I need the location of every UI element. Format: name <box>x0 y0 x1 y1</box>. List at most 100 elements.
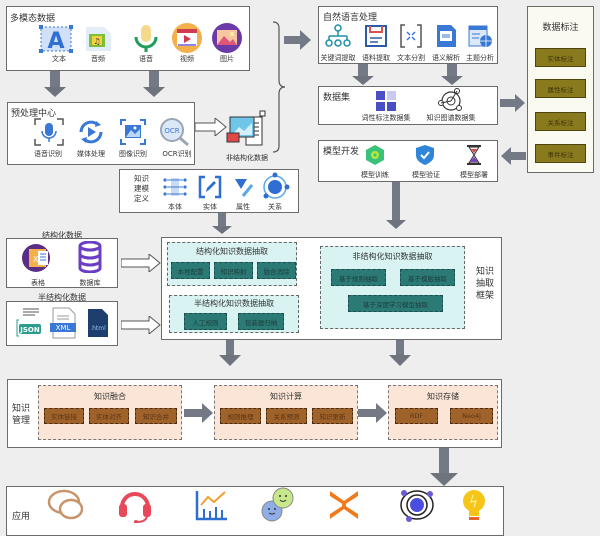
model-deployment-icon <box>464 144 484 166</box>
preprocess-panel: 预处理中心 语音识别 媒体处理 图像识别 OCR OCR识别 <box>7 102 195 165</box>
extraction-item: 本地配置 <box>171 262 210 279</box>
pos-dataset-icon <box>375 90 397 112</box>
corpus-extraction-icon <box>364 24 388 48</box>
model-dev-label: 模型验证 <box>412 171 440 179</box>
management-item: RDF <box>395 408 438 424</box>
semantic-parsing-icon <box>434 24 458 48</box>
topic-analysis-icon <box>467 24 493 48</box>
lightbulb-icon <box>461 489 487 523</box>
annotation-title: 数据标注 <box>542 23 579 33</box>
arrow-down-shaft <box>358 64 368 77</box>
arrow-down-head <box>212 226 232 234</box>
extraction-side-title: 知识 抽取 框架 <box>476 266 494 302</box>
extraction-item: 基于深度学习模型抽取 <box>348 295 443 312</box>
multimodal-label-speech: 语音 <box>139 55 153 63</box>
modeling-title-line: 建模 <box>134 184 149 193</box>
converge-arrows-icon <box>327 489 361 521</box>
svg-text:X: X <box>33 255 39 264</box>
extraction-item: 融合消除 <box>257 262 296 279</box>
modeling-label: 本体 <box>168 203 182 211</box>
management-item: 实体链接 <box>44 408 84 424</box>
structured-label: 表格 <box>31 279 45 287</box>
group-title: 非结构化知识数据抽取 <box>352 252 433 261</box>
arrow-down-head <box>430 473 458 486</box>
annotation-item: 属性标注 <box>535 79 586 98</box>
svg-text:OCR: OCR <box>164 127 179 135</box>
html-icon: .html <box>87 308 109 338</box>
unstructured-extraction-group: 非结构化知识数据抽取 基于规则抽取 基于模版抽取 基于深度学习模型抽取 <box>320 246 465 329</box>
smiley-faces-icon <box>261 487 295 523</box>
group-title: 知识存储 <box>427 392 459 401</box>
text-split-icon <box>399 24 423 48</box>
video-icon <box>172 23 202 53</box>
hollow-arrow-right <box>120 314 161 336</box>
model-training-icon <box>364 144 386 166</box>
extraction-item: 知识映射 <box>214 262 253 279</box>
voice-recognition-icon <box>33 117 65 147</box>
group-title: 知识融合 <box>94 392 126 401</box>
arrow-down-shaft <box>396 340 404 356</box>
unstructured-data-label: 非结构化数据 <box>226 154 268 162</box>
arrow-right <box>184 403 214 423</box>
model-dev-label: 模型部署 <box>460 171 488 179</box>
ocr-icon: OCR <box>159 117 191 147</box>
hollow-arrow-right <box>120 252 161 274</box>
svg-text:A: A <box>47 29 64 53</box>
side-title-line: 框架 <box>476 291 495 301</box>
chat-bubbles-icon <box>47 489 87 521</box>
annotation-item: 事件标注 <box>535 144 586 163</box>
headset-icon <box>117 489 153 524</box>
semi-structured-extraction-group: 半结构化知识数据抽取 人工规则 包装器归纳 <box>169 295 299 333</box>
arrow-down-head <box>143 87 165 97</box>
structured-data-panel: X 表格 数据库 <box>6 238 118 288</box>
structured-data-title: 结构化数据 <box>42 231 82 240</box>
nlp-label: 关键词提取 <box>320 54 356 62</box>
nlp-label: 文本分割 <box>397 54 425 62</box>
nlp-title: 自然语言处理 <box>323 13 378 23</box>
arrow-down-shaft <box>218 213 226 228</box>
group-title: 半结构化知识数据抽取 <box>194 299 274 308</box>
modeling-title-line: 知识 <box>134 174 149 183</box>
ontology-icon <box>162 176 188 198</box>
image-recognition-icon <box>118 117 148 147</box>
extraction-item: 人工规则 <box>184 313 227 330</box>
knowledge-graph-dataset-icon <box>437 88 465 112</box>
annotation-panel: 数据标注 实体标注 属性标注 关系标注 事件标注 <box>527 6 594 173</box>
audio-file-icon: ♫ <box>83 25 113 53</box>
multimodal-label-video: 视频 <box>180 55 194 63</box>
semi-structured-panel: JSON XML .html <box>6 301 118 346</box>
group-title: 知识计算 <box>270 392 302 401</box>
modeling-label: 实体 <box>203 203 217 211</box>
preprocess-label-image: 图像识别 <box>119 150 147 158</box>
preprocess-label-ocr: OCR识别 <box>162 150 192 158</box>
structured-extraction-group: 结构化知识数据抽取 本地配置 知识映射 融合消除 <box>167 242 297 286</box>
svg-text:.html: .html <box>90 325 106 332</box>
semi-structured-title: 半结构化数据 <box>38 293 86 302</box>
extraction-item: 包装器归纳 <box>238 313 284 330</box>
arrow-down-head <box>219 355 241 366</box>
side-title-line: 知识 <box>12 404 31 414</box>
json-icon: JSON <box>15 306 43 340</box>
extraction-framework-panel: 结构化知识数据抽取 本地配置 知识映射 融合消除 半结构化知识数据抽取 人工规则… <box>161 237 502 340</box>
preprocess-label-voice: 语音识别 <box>34 150 62 158</box>
text-icon: A <box>39 25 73 54</box>
analytics-chart-icon <box>195 489 229 521</box>
group-title: 结构化知识数据抽取 <box>196 247 268 256</box>
multimodal-label-image: 图片 <box>220 55 234 63</box>
knowledge-storage-group: 知识存储 RDF Neo4j <box>388 385 498 440</box>
arrow-down-head <box>44 87 66 97</box>
annotation-item: 关系标注 <box>535 112 586 131</box>
orbit-icon <box>399 488 435 522</box>
model-dev-panel: 模型开发 模型训练 模型验证 模型部署 <box>318 140 498 182</box>
multimodal-label-audio: 音频 <box>91 55 105 63</box>
preprocess-label-media: 媒体处理 <box>77 150 105 158</box>
dataset-label: 知识图谱数据集 <box>426 114 476 122</box>
svg-text:XML: XML <box>56 324 71 332</box>
arrow-right <box>500 94 526 112</box>
arrow-down-shaft <box>392 182 400 222</box>
annotation-item: 实体标注 <box>535 48 586 67</box>
arrow-down-shaft <box>149 71 159 88</box>
management-item: 规则推理 <box>220 408 261 424</box>
arrow-down-head <box>441 76 463 85</box>
nlp-label: 语料提取 <box>362 54 390 62</box>
